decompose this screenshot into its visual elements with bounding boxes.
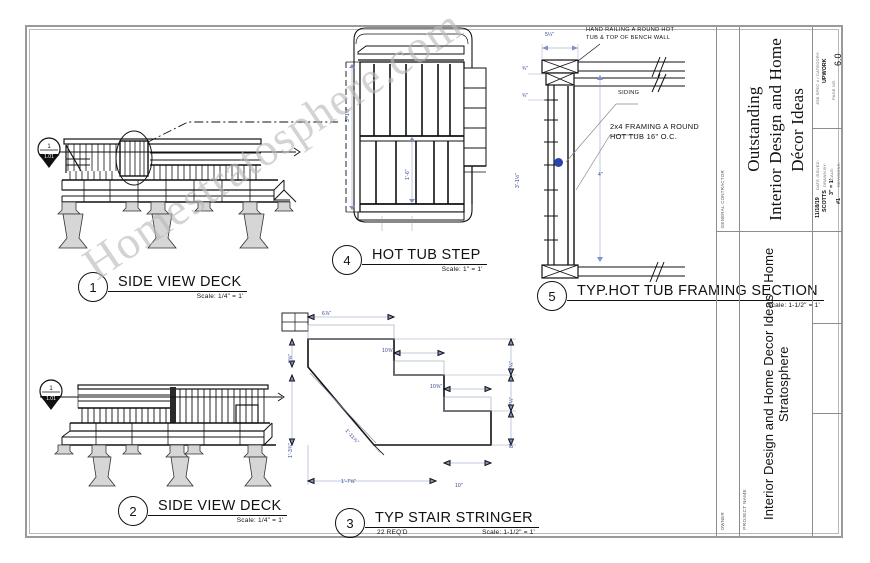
dim-stringer-bottom-run: 10" [455, 483, 463, 489]
svg-text:1: 1 [47, 144, 51, 150]
issue-fields-cell: DATE ISSUED: 11/18/19 DRAWN BY: SCOTTS S… [813, 129, 842, 232]
detail-2-section-marker: 1 1.01 [34, 378, 68, 414]
hot-tub-framing-node-dot [554, 158, 563, 167]
detail-3-note: 22 REQ'D [377, 529, 408, 536]
job-spec-value: UPWORK [822, 58, 828, 84]
title-block-bottom-right [813, 232, 842, 536]
general-contractor-cell: GENERAL CONTRACTOR [717, 27, 739, 232]
dim-stringer-tread-1: 10⅜" [382, 348, 395, 354]
svg-text:1.01: 1.01 [44, 154, 54, 160]
detail-1-name: SIDE VIEW DECK [108, 274, 248, 292]
detail-1-scale: Scale: 1/4" = 1' [196, 293, 244, 300]
detail-3-title: 3 TYP STAIR STRINGER 22 REQ'D Scale: 1-1… [335, 508, 539, 538]
annotation-hand-railing: HAND RAILING A ROUND HOT TUB & TOP OF BE… [586, 27, 675, 41]
detail-5-name: TYP.HOT TUB FRAMING SECTION [567, 283, 824, 301]
general-contractor-label: GENERAL CONTRACTOR [720, 169, 725, 228]
detail-3-name: TYP STAIR STRINGER [365, 510, 539, 528]
detail-5-title: 5 TYP.HOT TUB FRAMING SECTION Scale: 1-1… [537, 281, 824, 311]
tb-segment-2 [813, 324, 842, 414]
detail-5-bubble-number: 5 [537, 281, 567, 311]
dim-framing-wall-height: 3'-1½" [515, 172, 521, 188]
dim-stringer-rise-3: 8¼" [509, 438, 515, 448]
detail-1-side-view-deck-drawing [38, 118, 338, 258]
detail-2-bubble-number: 2 [118, 496, 148, 526]
detail-4-bubble-number: 4 [332, 245, 362, 275]
title-block-top: GENERAL CONTRACTOR Outstanding Interior … [717, 27, 843, 232]
dim-hot-tub-step-inner-height: 1'-6" [405, 169, 411, 180]
title-block-bottom: OWNER Interior Design and Home Decor Ide… [717, 232, 842, 536]
sheet-border-outer [25, 25, 843, 538]
main-title-line-1: Outstanding [744, 86, 763, 173]
detail-3-bubble-number: 3 [335, 508, 365, 538]
detail-1-bubble-number: 1 [78, 272, 108, 302]
detail-4-scale: Scale: 1" = 1' [441, 266, 483, 273]
dim-hot-tub-step-overall-height: 3'-1½" [345, 106, 351, 122]
detail-5-scale: Scale: 1-1/2" = 1' [767, 302, 820, 309]
main-title-cell: Outstanding Interior Design and Home Déc… [739, 27, 813, 232]
tb-segment-3 [813, 414, 842, 536]
detail-2-side-view-deck-drawing [40, 365, 300, 490]
detail-2-scale: Scale: 1/4" = 1' [236, 517, 284, 524]
annotation-siding: SIDING [618, 90, 640, 96]
dim-framing-plate-a: ¾" [522, 66, 529, 72]
job-spec-label: JOB SPEC # / CATEGORY: [815, 51, 820, 105]
date-issued-value: 11/18/19 [815, 197, 821, 219]
detail-4-name: HOT TUB STEP [362, 247, 487, 265]
dim-stringer-rise-2: 7¼" [509, 396, 515, 406]
detail-5-hot-tub-framing-drawing [520, 30, 710, 295]
detail-4-title: 4 HOT TUB STEP Scale: 1" = 1' [332, 245, 487, 275]
project-title-cell: Interior Design and Home Decor Ideas - H… [739, 232, 813, 536]
dim-stringer-total-run: 1'-7⅝" [341, 479, 357, 485]
detail-3-stair-stringer-drawing [276, 305, 526, 505]
dim-framing-top-width: 5¼" [545, 32, 555, 38]
dim-stringer-left-top: 8⅝" [288, 353, 294, 363]
detail-4-hot-tub-step-drawing [336, 26, 506, 241]
title-block-fields-column: JOB SPEC # / CATEGORY: UPWORK PAGE NO. 6… [813, 27, 843, 232]
dim-stringer-rise-1: 7¼" [509, 360, 515, 370]
title-block: GENERAL CONTRACTOR Outstanding Interior … [716, 27, 843, 536]
dim-stringer-left-bottom: 1'-3¾" [288, 442, 294, 458]
sheet-no-value: 6.0 [833, 53, 843, 67]
main-title-text: Outstanding Interior Design and Home Déc… [743, 38, 809, 221]
dim-framing-plate-b: ¾" [522, 93, 529, 99]
main-title-line-2: Interior Design and Home [766, 38, 785, 221]
detail-1-section-marker: 1 1.01 [32, 136, 66, 172]
detail-1-title: 1 SIDE VIEW DECK Scale: 1/4" = 1' [78, 272, 248, 302]
owner-cell: OWNER [717, 232, 739, 536]
main-title-line-3: Décor Ideas [788, 87, 807, 172]
job-spec-cell: JOB SPEC # / CATEGORY: UPWORK PAGE NO. 6… [813, 27, 843, 129]
project-title-text: Interior Design and Home Decor Ideas - H… [761, 247, 791, 521]
svg-text:1.01: 1.01 [46, 396, 56, 402]
revisions-value: #1 [836, 198, 842, 204]
dim-stringer-tread-2: 10⅜" [430, 384, 443, 390]
owner-label: OWNER [720, 511, 725, 530]
annotation-2x4-framing: 2x4 FRAMING A ROUND HOT TUB 16" O.C. [610, 122, 700, 141]
sheet-no-label: PAGE NO. [831, 79, 836, 101]
drawn-by-value: SCOTTS [822, 190, 828, 212]
svg-text:1: 1 [49, 386, 53, 392]
dim-stringer-top-run: 6⅞" [322, 311, 332, 317]
detail-2-title: 2 SIDE VIEW DECK Scale: 1/4" = 1' [118, 496, 288, 526]
project-name-label: PROJECT NAME [742, 489, 747, 530]
sheet-border-inner [29, 29, 839, 534]
scale-value: 3" = 1' [829, 179, 835, 195]
detail-2-name: SIDE VIEW DECK [148, 498, 288, 516]
tb-segment-1 [813, 232, 842, 324]
detail-3-scale: Scale: 1-1/2" = 1' [482, 529, 535, 536]
dim-framing-post-note: 4" [598, 172, 603, 178]
